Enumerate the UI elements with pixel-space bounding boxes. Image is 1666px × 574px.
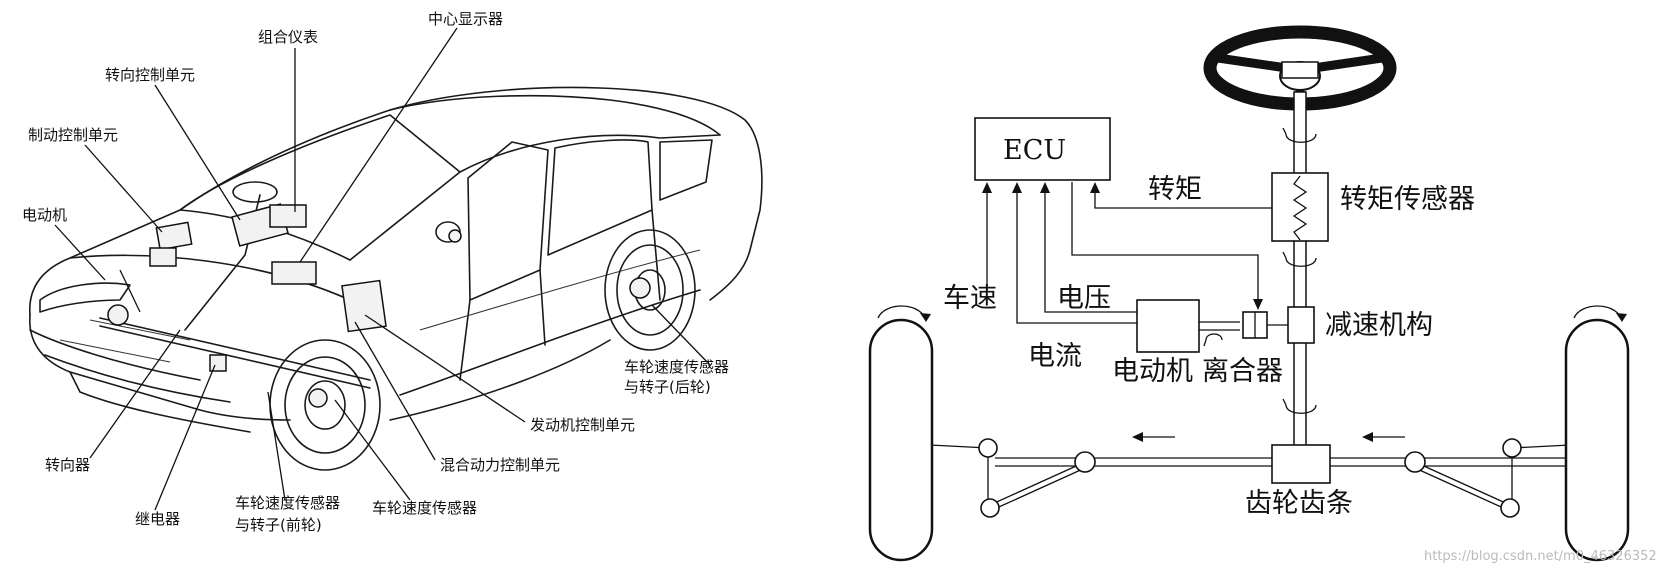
spring-icon xyxy=(1292,175,1308,241)
label-vehicle-speed: 车速 xyxy=(943,283,997,314)
label-engine-control-unit: 发动机控制单元 xyxy=(530,416,635,434)
rotation-arrow-icons xyxy=(1203,127,1317,414)
label-steering-gear: 转向器 xyxy=(45,456,90,474)
label-rack-pinion: 齿轮齿条 xyxy=(1245,488,1353,519)
car-illustration xyxy=(29,86,763,471)
label-reduction-gear: 减速机构 xyxy=(1325,310,1433,341)
label-torque: 转矩 xyxy=(1148,174,1202,205)
label-motor: 电动机 xyxy=(22,206,67,224)
leader-lines xyxy=(54,27,711,511)
label-wheel-speed-sensor: 车轮速度传感器 xyxy=(372,499,477,517)
steering-column xyxy=(1293,91,1307,469)
ecu-label: ECU xyxy=(1003,135,1066,166)
label-voltage: 电压 xyxy=(1057,283,1111,314)
label-torque-sensor: 转矩传感器 xyxy=(1340,184,1475,215)
right-wheel-icon xyxy=(1564,305,1630,562)
label-motor: 电动机 xyxy=(1112,356,1193,387)
torque-sensor-box xyxy=(1271,172,1329,242)
car-labels: 中心显示器 组合仪表 转向控制单元 制动控制单元 电动机 车轮速度传感器 与转子… xyxy=(22,10,729,534)
left-wheel-icon xyxy=(868,305,934,562)
reduction-gear-box xyxy=(1287,306,1315,344)
label-relay: 继电器 xyxy=(135,510,180,528)
eps-schematic: ECU xyxy=(868,25,1630,562)
label-wheel-sensor-rear-2: 与转子(后轮) xyxy=(624,378,711,396)
signal-lines xyxy=(982,182,1272,324)
label-wheel-sensor-front-1: 车轮速度传感器 xyxy=(235,494,340,512)
label-wheel-sensor-front-2: 与转子(前轮) xyxy=(235,516,322,534)
label-wheel-sensor-rear-1: 车轮速度传感器 xyxy=(624,358,729,376)
label-clutch: 离合器 xyxy=(1202,356,1283,387)
rack-pinion-box xyxy=(1271,444,1331,484)
label-brake-control-unit: 制动控制单元 xyxy=(28,126,118,144)
label-hybrid-control-unit: 混合动力控制单元 xyxy=(440,456,560,474)
tie-rods xyxy=(929,438,1571,518)
label-current: 电流 xyxy=(1028,341,1082,372)
watermark: https://blog.csdn.net/m0_46326352 xyxy=(1424,549,1657,564)
motor-box xyxy=(1136,299,1200,353)
label-center-display: 中心显示器 xyxy=(428,10,503,28)
label-instrument-cluster: 组合仪表 xyxy=(258,28,318,46)
label-steering-control-unit: 转向控制单元 xyxy=(105,66,195,84)
ecu-box xyxy=(974,117,1111,181)
